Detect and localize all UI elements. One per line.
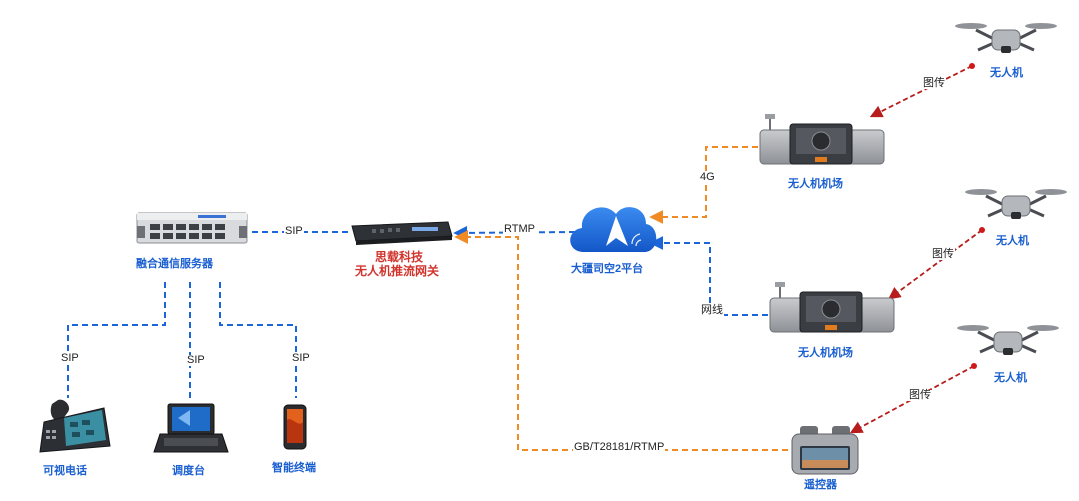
console-laptop-icon (153, 403, 229, 453)
link-terminal (219, 282, 297, 398)
edge-label-remote-gateway: GB/T28181/RTMP (573, 441, 666, 453)
server-label: 融合通信服务器 (136, 258, 213, 270)
drone-1-label: 无人机 (990, 67, 1023, 79)
drone-3-label: 无人机 (994, 372, 1027, 384)
gateway-label-line1: 思载科技 (375, 250, 424, 264)
platform-label: 大疆司空2平台 (571, 263, 644, 275)
link-drone-3 (849, 365, 975, 434)
link-drone-1 (869, 65, 973, 118)
link-dock-bottom-platform (649, 236, 768, 316)
console-label: 调度台 (172, 465, 205, 477)
server-icon (136, 212, 248, 244)
drone-1-icon (955, 23, 1057, 53)
edge-label-drone-2: 图传 (931, 248, 955, 260)
dock-top-icon (759, 114, 885, 165)
edge-label-dock-bottom: 网线 (700, 304, 724, 316)
remote-controller-icon (791, 426, 859, 475)
link-dock-top-platform (649, 146, 758, 224)
link-drone-2 (887, 229, 983, 300)
cloud-platform-icon (570, 207, 657, 252)
drone-3-icon (957, 325, 1059, 355)
edge-label-terminal: SIP (291, 352, 311, 364)
links (67, 63, 985, 451)
video-phone-icon (39, 399, 111, 453)
gateway-label-line2: 无人机推流网关 (355, 264, 440, 278)
gateway-icon (351, 221, 453, 245)
dock-top-label: 无人机机场 (788, 178, 843, 190)
phone-label: 可视电话 (43, 465, 87, 477)
link-phone (67, 282, 166, 398)
remote-label: 遥控器 (804, 479, 837, 491)
edge-label-drone-3: 图传 (908, 389, 932, 401)
smart-terminal-icon (283, 404, 307, 450)
edge-label-drone-1: 图传 (922, 77, 946, 89)
dock-bottom-icon (769, 282, 895, 333)
drone-2-label: 无人机 (996, 235, 1029, 247)
terminal-label: 智能终端 (272, 462, 316, 474)
edge-label-phone: SIP (60, 352, 80, 364)
edge-label-console: SIP (186, 354, 206, 366)
edge-label-server-gateway: SIP (284, 225, 304, 237)
drone-2-icon (965, 189, 1067, 219)
edge-label-gateway-platform: RTMP (503, 223, 536, 235)
dock-bottom-label: 无人机机场 (798, 347, 853, 359)
edge-label-dock-top: 4G (699, 171, 716, 183)
